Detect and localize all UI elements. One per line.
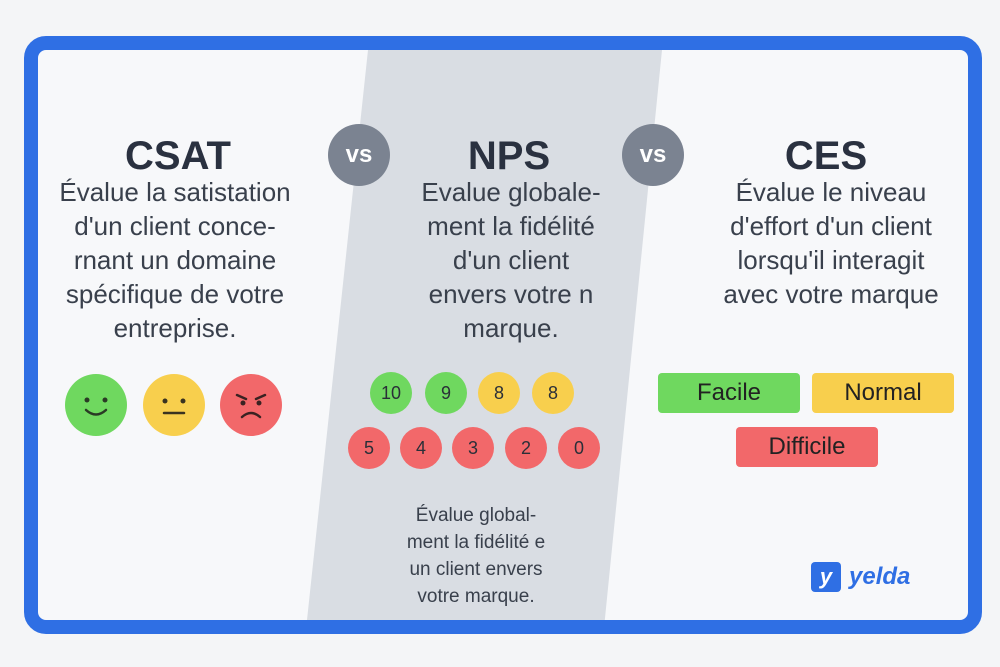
yelda-logo-text: yelda <box>849 563 911 590</box>
nps-secondary-line: Évalue global- <box>415 505 537 526</box>
nps-score-9: 9 <box>425 372 467 414</box>
nps-secondary-line: un client envers <box>409 559 543 580</box>
ces-tag-difficile: Difficile <box>736 427 878 467</box>
ces-description-line: Évalue le niveau <box>735 177 927 207</box>
csat-description-line: rnant un domaine <box>73 245 277 275</box>
angry-face-icon <box>220 374 282 436</box>
ces-description-line: avec votre marque <box>723 279 939 309</box>
vs-badge-left: vs <box>328 124 390 186</box>
nps-description-line: Evalue globale- <box>421 177 601 207</box>
vs-badge-right: vs <box>622 124 684 186</box>
nps-secondary-line: votre marque. <box>417 586 535 607</box>
nps-score-4: 4 <box>400 427 442 469</box>
csat-title: CSAT <box>125 134 231 178</box>
ces-title: CES <box>784 134 868 178</box>
ces-description-line: lorsqu'il interagit <box>737 245 925 275</box>
csat-description-line: d'un client conce- <box>74 211 276 241</box>
happy-face-icon <box>65 374 127 436</box>
nps-description-line: ment la fidélité <box>427 211 595 241</box>
nps-score-3: 3 <box>452 427 494 469</box>
nps-score-2: 2 <box>505 427 547 469</box>
nps-score-8: 8 <box>532 372 574 414</box>
nps-secondary-line: ment la fidélité e <box>406 532 546 553</box>
csat-description-line: spécifique de votre <box>65 279 285 309</box>
yelda-logo: y yelda <box>811 562 910 592</box>
ces-tag-facile: Facile <box>658 373 800 413</box>
nps-score-5: 5 <box>348 427 390 469</box>
nps-description-line: d'un client <box>452 245 570 275</box>
infographic-frame: vs vs CSAT Évalue la satistation d'un cl… <box>24 36 982 634</box>
csat-description-line: entreprise. <box>113 313 237 343</box>
nps-description-line: envers votre n <box>428 279 594 309</box>
csat-description: Évalue la satistation d'un client conce-… <box>38 175 320 345</box>
nps-score-0: 0 <box>558 427 600 469</box>
csat-description-line: Évalue la satistation <box>59 177 291 207</box>
nps-score-10: 10 <box>370 372 412 414</box>
yelda-logo-mark: y <box>811 562 841 592</box>
nps-description-line: marque. <box>463 313 559 343</box>
ces-description-line: d'effort d'un client <box>730 211 932 241</box>
ces-description: Évalue le niveau d'effort d'un client lo… <box>700 175 962 311</box>
nps-title: NPS <box>467 134 551 178</box>
nps-secondary-description: Évalue global- ment la fidélité e un cli… <box>376 502 576 610</box>
nps-score-8: 8 <box>478 372 520 414</box>
ces-tag-normal: Normal <box>812 373 954 413</box>
neutral-face-icon <box>143 374 205 436</box>
nps-description: Evalue globale- ment la fidélité d'un cl… <box>376 175 646 345</box>
